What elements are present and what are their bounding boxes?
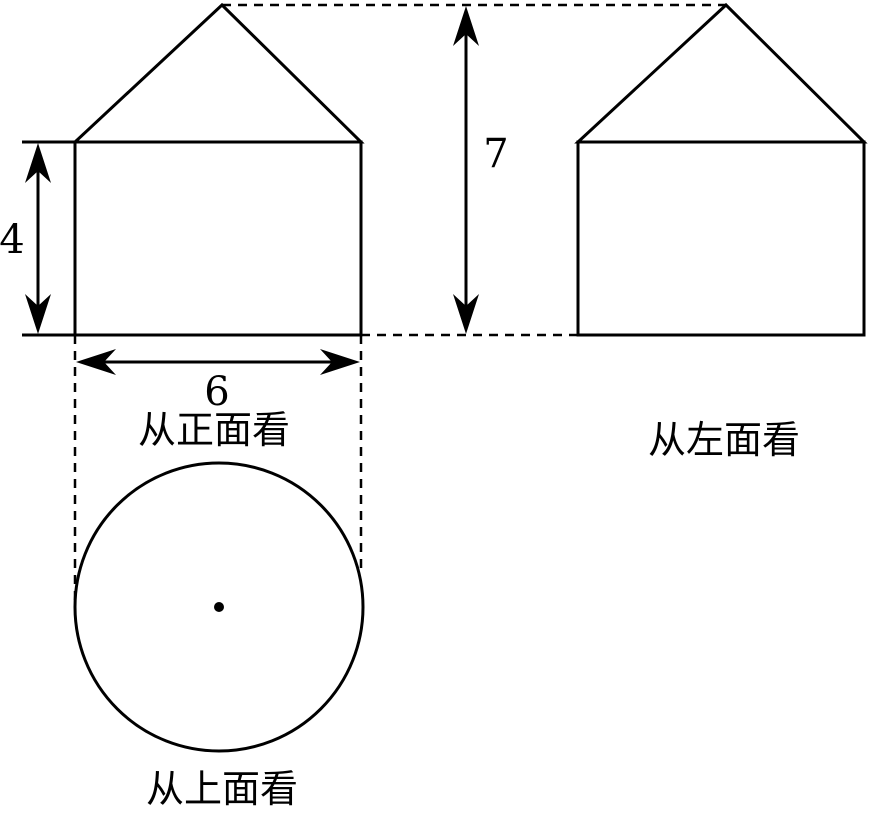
left-view-caption: 从左面看 <box>648 418 800 462</box>
dimension-height-7: 7 <box>453 6 509 334</box>
dimension-height-4: 4 <box>0 140 75 337</box>
arrow-up-icon <box>25 143 51 183</box>
front-view <box>71 2 365 337</box>
dimension-label-7: 7 <box>483 131 508 177</box>
left-view-cylinder <box>576 140 866 337</box>
arrow-left-icon <box>76 349 116 375</box>
projection-lines <box>73 3 726 600</box>
arrow-up-icon <box>453 6 479 46</box>
top-view-circle <box>73 461 365 753</box>
top-view <box>73 461 365 753</box>
dimension-label-6: 6 <box>204 369 229 415</box>
top-view-caption: 从上面看 <box>146 767 298 811</box>
left-view-cone <box>574 2 868 144</box>
arrow-down-icon <box>453 294 479 334</box>
arrow-right-icon <box>320 349 360 375</box>
front-view-cone <box>71 2 365 144</box>
top-view-center-dot <box>214 602 224 612</box>
front-view-caption: 从正面看 <box>138 408 290 452</box>
dimension-width-6: 6 <box>76 349 360 415</box>
arrow-down-icon <box>25 294 51 334</box>
front-view-cylinder <box>73 140 363 337</box>
dimension-label-4: 4 <box>0 217 25 263</box>
left-view <box>574 2 868 337</box>
